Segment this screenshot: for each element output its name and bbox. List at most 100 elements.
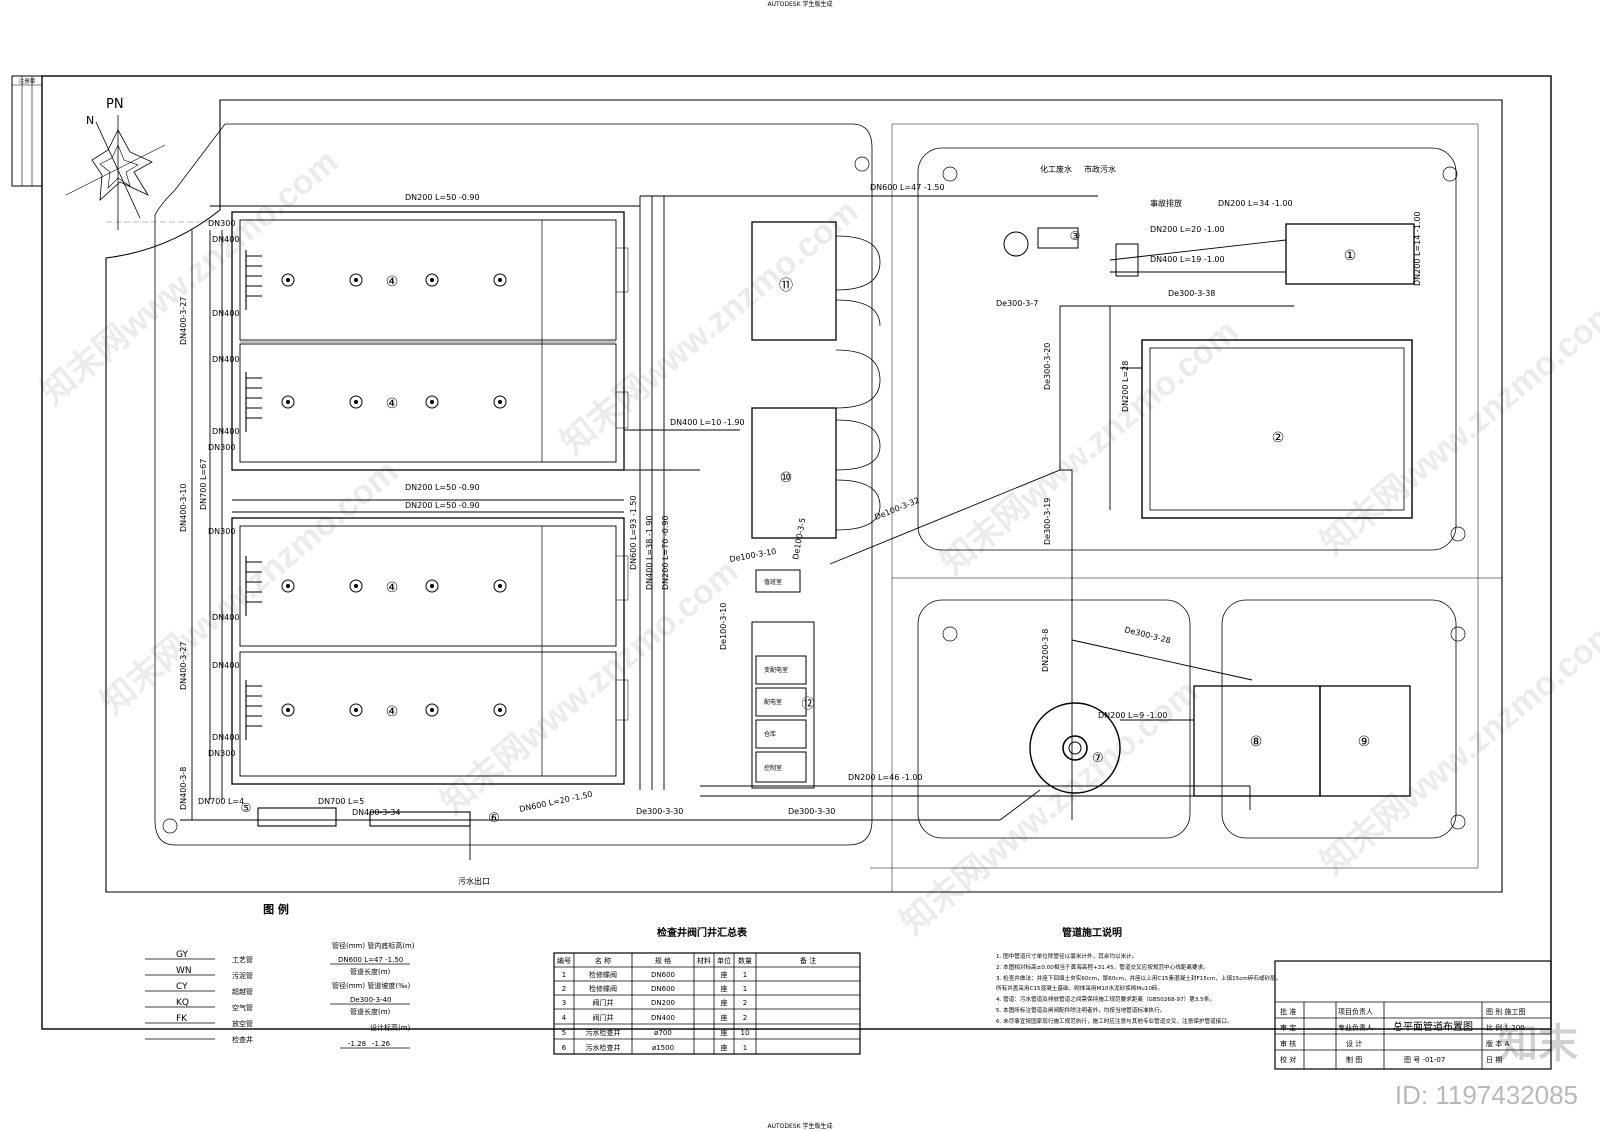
tank-group-upper bbox=[231, 211, 625, 471]
label-dn300-a: DN300 bbox=[208, 219, 235, 228]
pipe-dn600-v: DN600 L=93 -1.50 bbox=[629, 495, 638, 570]
vt-r1c0: 2 bbox=[562, 985, 566, 993]
pipe-de300-19: De300-3-19 bbox=[1043, 498, 1052, 545]
site-boundary bbox=[105, 99, 1503, 893]
pipe-de100-10b: De100-3-10 bbox=[719, 603, 728, 650]
legend-ex3b: -1.26 bbox=[372, 1040, 391, 1048]
pipe-de100-5: De100-3-5 bbox=[791, 517, 807, 560]
pipe-dn200-9: DN200 L=9 -1.00 bbox=[1098, 711, 1167, 720]
pipe-de300-7: De300-3-7 bbox=[996, 299, 1038, 308]
vt-h5: 数量 bbox=[738, 956, 752, 965]
legend-code-fk: FK bbox=[176, 1014, 188, 1024]
pipe-dn200-46: DN200 L=46 -1.00 bbox=[848, 773, 923, 782]
pipe-dn400-mid: DN400 L=10 -1.90 bbox=[670, 418, 745, 427]
stamp-label: 注册章 bbox=[19, 77, 36, 85]
label-dn400-g: DN400 bbox=[212, 733, 239, 742]
pipe-de300-30b: De300-3-30 bbox=[788, 807, 835, 816]
diffusers bbox=[281, 273, 507, 717]
unit-4c: ④ bbox=[386, 580, 399, 596]
legend-rows bbox=[145, 958, 215, 1040]
title-block bbox=[1274, 960, 1552, 1070]
legend-ex2-bot: 管道长度(m) bbox=[350, 1007, 391, 1016]
tb-c2-2: 设 计 bbox=[1346, 1039, 1362, 1048]
vt-r4c0: 5 bbox=[562, 1029, 566, 1037]
legend-name-wn: 污泥管 bbox=[232, 971, 253, 980]
label-dn400-a: DN400 bbox=[212, 235, 239, 244]
vt-r1c4: 座 bbox=[721, 984, 728, 993]
unit-4d: ④ bbox=[386, 704, 399, 720]
pipe-dn200-28: DN200 L=28 bbox=[1121, 361, 1130, 412]
vt-r3c4: 座 bbox=[721, 1013, 728, 1022]
room-1: 值班室 bbox=[764, 578, 782, 586]
notes-title: 管道施工说明 bbox=[1062, 926, 1122, 939]
vt-r0c4: 座 bbox=[721, 970, 728, 979]
pipe-de300-38: De300-3-38 bbox=[1168, 289, 1215, 298]
room-3: 配电室 bbox=[764, 698, 782, 706]
label-dn300-d: DN300 bbox=[208, 749, 235, 758]
pipe-dn400-27a: DN400-3-27 bbox=[179, 297, 188, 345]
unit-11: ⑪ bbox=[779, 278, 793, 294]
pipe-de100-10a: De100-3-10 bbox=[729, 547, 777, 564]
tb-c1-1: 审 定 bbox=[1280, 1023, 1296, 1032]
note-2: 2. 本图相对标高±0.00相当于黄海高程+31.45，管道交叉应按规范中心线距… bbox=[996, 963, 1209, 971]
unit-4b: ④ bbox=[386, 396, 399, 412]
pipe-dn400-8: DN400-3-8 bbox=[179, 767, 188, 810]
pipe-dn400-19: DN400 L=19 -1.00 bbox=[1150, 255, 1225, 264]
room-5: 控制室 bbox=[764, 764, 782, 772]
vt-h3: 材料 bbox=[697, 956, 711, 965]
room-2: 变配电室 bbox=[764, 666, 788, 674]
unit-1: ① bbox=[1344, 248, 1357, 264]
compass-north: N bbox=[86, 114, 94, 127]
unit-6: ⑥ bbox=[488, 811, 500, 826]
id-tag: ID: 1197432085 bbox=[1394, 1080, 1578, 1110]
legend-code-wn: WN bbox=[176, 966, 192, 976]
vt-r2c2: DN200 bbox=[651, 999, 675, 1007]
vt-r5c1: 污水检查井 bbox=[586, 1043, 621, 1052]
vt-r0c1: 检修蝶阀 bbox=[589, 970, 617, 979]
pipe-de300-32: De100-3-32 bbox=[873, 496, 920, 522]
pipe-de300-28: De300-3-28 bbox=[1124, 625, 1172, 645]
legend-name-gy: 工艺管 bbox=[232, 955, 253, 964]
tb-c1-3: 校 对 bbox=[1280, 1055, 1296, 1064]
vt-r1c2: DN600 bbox=[651, 985, 675, 993]
vt-r5c2: ø1500 bbox=[652, 1044, 674, 1052]
valve-table-grid bbox=[553, 952, 861, 1055]
vt-r5c4: 座 bbox=[721, 1043, 728, 1052]
label-dn400-d: DN400 bbox=[212, 427, 239, 436]
pipe-dn400-v: DN400 L=38 -1.90 bbox=[645, 515, 654, 590]
pipe-de300-30a: De300-3-30 bbox=[636, 807, 683, 816]
vt-r2c0: 3 bbox=[562, 999, 566, 1007]
vt-r1c1: 检修蝶阀 bbox=[589, 984, 617, 993]
tb-c4-3: 日 期 bbox=[1486, 1056, 1502, 1064]
vt-r4c4: 座 bbox=[721, 1028, 728, 1037]
pipe-dn400-27b: DN400-3-27 bbox=[179, 642, 188, 690]
label-wsjk: 污水出口 bbox=[458, 876, 490, 886]
vt-r3c0: 4 bbox=[562, 1014, 567, 1022]
legend-code-gy: GY bbox=[176, 950, 189, 960]
pipe-dn600-bot: DN600 L=20 -1.50 bbox=[519, 790, 594, 814]
note-7: 6. 未尽事宜按国家现行施工规范执行，施工时应注意与其他专业管道交叉，注意保护管… bbox=[996, 1017, 1232, 1025]
vt-r0c2: DN600 bbox=[651, 971, 675, 979]
pipe-dn200-34: DN200 L=34 -1.00 bbox=[1218, 199, 1293, 208]
label-dn400-e: DN400 bbox=[212, 613, 239, 622]
footer-note: AUTODESK 学生版生成 bbox=[768, 1122, 833, 1130]
vt-r0c5: 1 bbox=[743, 971, 747, 979]
legend-code-kq: KQ bbox=[176, 998, 189, 1008]
label-hgcs: 化工废水 bbox=[1040, 164, 1072, 174]
pipe-dn600-top: DN600 L=47 -1.50 bbox=[870, 183, 945, 192]
brand-logo: 知末 bbox=[1498, 1022, 1578, 1066]
vt-r3c2: DN400 bbox=[651, 1014, 675, 1022]
label-dn300-c: DN300 bbox=[208, 527, 235, 536]
unit-7: ⑦ bbox=[1092, 751, 1104, 766]
pipe-dn200-mid: DN200 L=50 -0.90 bbox=[405, 483, 480, 492]
pipe-dn200-14: DN200 L=14 -1.00 bbox=[1413, 211, 1422, 286]
legend-ex1-bot: 管道长度(m) bbox=[350, 967, 391, 976]
room-4: 仓库 bbox=[764, 730, 776, 738]
vt-r3c5: 2 bbox=[743, 1014, 747, 1022]
pipe-dn200-20: DN200 L=20 -1.00 bbox=[1150, 225, 1225, 234]
unit-8: ⑧ bbox=[1250, 734, 1263, 750]
pipe-dn200-8v: DN200-3-8 bbox=[1041, 629, 1050, 672]
tb-c1-2: 审 核 bbox=[1280, 1039, 1296, 1048]
vt-h4: 单位 bbox=[717, 956, 731, 965]
pipe-dn200-v70: DN200 L=70 -0.90 bbox=[661, 515, 670, 590]
